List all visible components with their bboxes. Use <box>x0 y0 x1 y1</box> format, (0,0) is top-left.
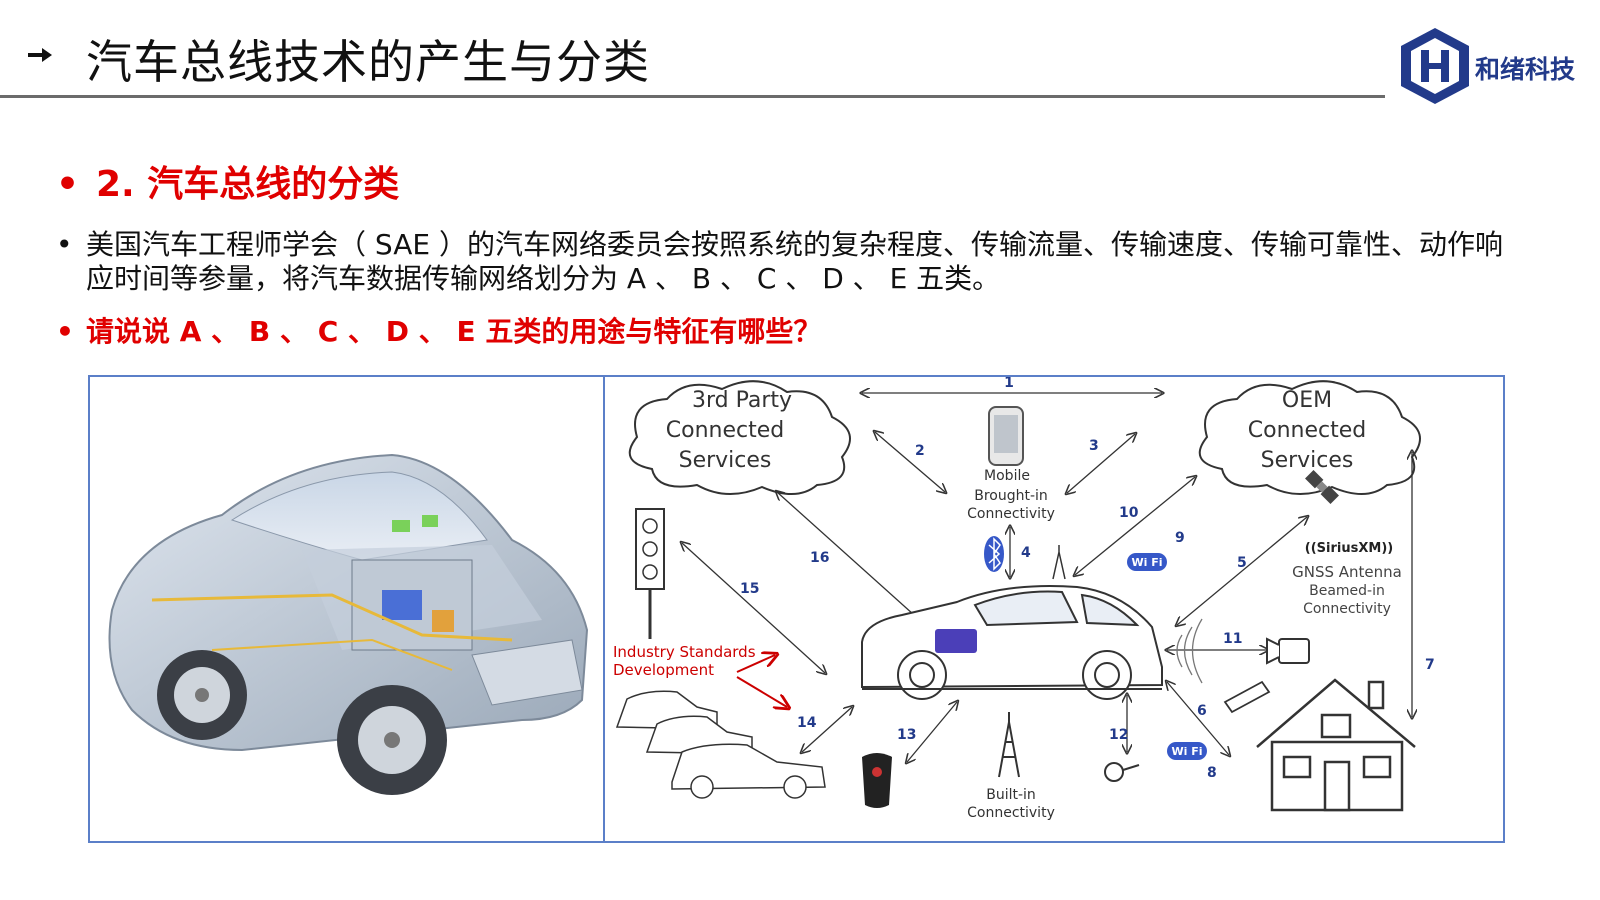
signal-arcs-icon <box>1176 618 1203 684</box>
mobile-line1: Mobile <box>984 468 1030 484</box>
vehicle-fleet-icon <box>615 690 826 799</box>
mobile-line3: Connectivity <box>967 506 1055 522</box>
camera-icon <box>1278 638 1310 664</box>
header-divider <box>0 95 1385 98</box>
antenna-icon <box>1052 545 1066 580</box>
cloud-left-line1: 3rd Party <box>692 388 792 413</box>
wifi-label-home: Wi Fi <box>1171 745 1202 758</box>
link-number-5: 5 <box>1237 555 1247 571</box>
cloud-right-line3: Services <box>1261 448 1354 473</box>
link-number-2: 2 <box>915 443 925 459</box>
slide-header: 汽车总线技术的产生与分类 和绪科技 <box>0 0 1600 104</box>
builtin-line1: Built-in <box>986 787 1036 803</box>
question-line: • 请说说 A 、 B 、 C 、 D 、 E 五类的用途与特征有哪些？ <box>56 310 821 350</box>
link-number-3: 3 <box>1089 438 1099 454</box>
key-fob-icon <box>862 753 892 808</box>
link-number-9: 9 <box>1175 530 1185 546</box>
slide-title: 汽车总线技术的产生与分类 <box>86 35 650 89</box>
cloud-left-line2: Connected <box>666 418 784 443</box>
cell-tower-icon <box>998 712 1020 778</box>
mobile-line2: Brought-in <box>974 488 1048 504</box>
satellite-icon <box>1305 470 1339 504</box>
siriusxm-logo: ((SiriusXM)) <box>1305 541 1393 556</box>
wifi-label-car: Wi Fi <box>1131 556 1162 569</box>
link-number-12: 12 <box>1109 727 1128 743</box>
question-text: 请说说 A 、 B 、 C 、 D 、 E 五类的用途与特征有哪些？ <box>86 315 822 348</box>
wifi-badge-car <box>1127 553 1167 571</box>
cloud-right-line2: Connected <box>1248 418 1366 443</box>
bullet: • <box>56 164 80 205</box>
link-number-11: 11 <box>1223 631 1242 647</box>
link-number-8: 8 <box>1207 765 1217 781</box>
home-icon <box>1256 678 1416 812</box>
ev-plug-icon <box>1104 762 1124 782</box>
cloud-left-line3: Services <box>679 448 772 473</box>
telematics-module-icon <box>935 629 977 653</box>
link-number-16: 16 <box>810 550 829 566</box>
gnss-line2: Beamed-in <box>1309 583 1385 599</box>
link-number-14: 14 <box>797 715 817 731</box>
connectivity-diagram: 3rd Party Connected Services OEM Connect… <box>613 377 1435 821</box>
bullet: • <box>56 315 74 348</box>
industry-line1: Industry Standards <box>613 643 756 661</box>
figure-divider <box>603 375 605 843</box>
builtin-line2: Connectivity <box>967 805 1055 821</box>
section-heading: • 2. 汽车总线的分类 <box>56 155 399 207</box>
cloud-right-line1: OEM <box>1282 388 1332 413</box>
link-number-4: 4 <box>1021 545 1031 561</box>
gnss-line1: GNSS Antenna <box>1292 563 1402 581</box>
company-logo-text: 和绪科技 <box>1475 55 1576 84</box>
connected-car-icon <box>861 585 1163 700</box>
industry-line2: Development <box>613 661 714 679</box>
paragraph-text: 美国汽车工程师学会（ SAE ）的汽车网络委员会按照系统的复杂程度、传输流量、传… <box>86 228 1503 295</box>
body-paragraph: • 美国汽车工程师学会（ SAE ）的汽车网络委员会按照系统的复杂程度、传输流量… <box>56 228 1516 296</box>
arrow-right-icon <box>28 48 52 62</box>
gnss-line3: Connectivity <box>1303 601 1391 617</box>
link-number-15: 15 <box>740 581 759 597</box>
link-number-6: 6 <box>1197 703 1207 719</box>
link-number-7: 7 <box>1425 657 1435 673</box>
link-number-1: 1 <box>1004 377 1014 391</box>
traffic-light-icon <box>635 508 665 590</box>
usb-drive-icon <box>1223 680 1271 714</box>
company-logo-icon <box>1401 28 1469 104</box>
bullet: • <box>56 228 73 261</box>
cloud-left-shape <box>628 380 851 496</box>
link-number-10: 10 <box>1119 505 1139 521</box>
wifi-badge-home <box>1167 742 1207 760</box>
link-number-13: 13 <box>897 727 916 743</box>
car-cutaway-illustration <box>108 453 589 795</box>
section-title: 2. 汽车总线的分类 <box>96 164 400 205</box>
